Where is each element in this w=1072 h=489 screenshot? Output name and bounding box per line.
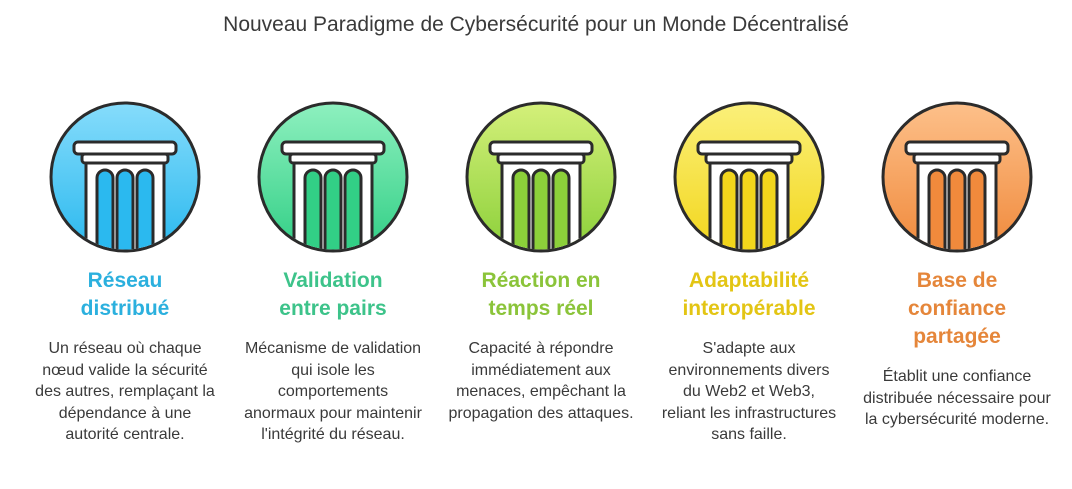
pillar-heading-line: interopérable: [682, 297, 816, 320]
pillar-card: Réseau distribué Un réseau où chaque nœud …: [25, 100, 225, 446]
pillar-description: Un réseau où chaque nœud valide la sécur…: [35, 340, 215, 443]
column-shape: [488, 140, 594, 250]
pillar-description: Capacité à répondre immédiatement aux me…: [448, 340, 634, 422]
pillar-heading-line: entre pairs: [279, 297, 387, 320]
pillar-heading-line: distribué: [80, 297, 170, 320]
column-shape: [280, 140, 386, 250]
pillar-heading: Adaptabilité interopérable: [664, 267, 834, 323]
pillar-icon: [881, 101, 1033, 253]
pillar-heading: Réaction en temps réel: [456, 267, 626, 323]
pillar-heading-line: Réseau: [87, 269, 163, 292]
pillar-icon: [673, 101, 825, 253]
pillar-heading-line: Base de: [916, 269, 998, 292]
pillar-icon: [49, 101, 201, 253]
pillar-heading-line: temps réel: [488, 297, 594, 320]
pillar-description: Établit une confiance distribuée nécessa…: [863, 368, 1051, 428]
pillar-heading: Base de confiance partagée: [872, 267, 1042, 351]
column-shape: [696, 140, 802, 250]
pillar-heading-line: partagée: [913, 325, 1001, 348]
column-shape: [904, 140, 1010, 250]
pillar-heading-line: Adaptabilité: [688, 269, 810, 292]
page-title: Nouveau Paradigme de Cybersécurité pour …: [223, 13, 849, 36]
pillar-heading-line: Validation: [283, 269, 383, 292]
pillar-heading: Réseau distribué: [40, 267, 210, 323]
pillar-description: Mécanisme de validation qui isole les co…: [244, 340, 422, 443]
pillar-icon: [465, 101, 617, 253]
column-shape: [72, 140, 178, 250]
pillar-description: S'adapte aux environnements divers du We…: [661, 340, 837, 443]
pillar-heading-line: confiance: [907, 297, 1007, 320]
pillar-heading-line: Réaction en: [481, 269, 601, 292]
pillar-icon: [257, 101, 409, 253]
pillar-heading: Validation entre pairs: [248, 267, 418, 323]
